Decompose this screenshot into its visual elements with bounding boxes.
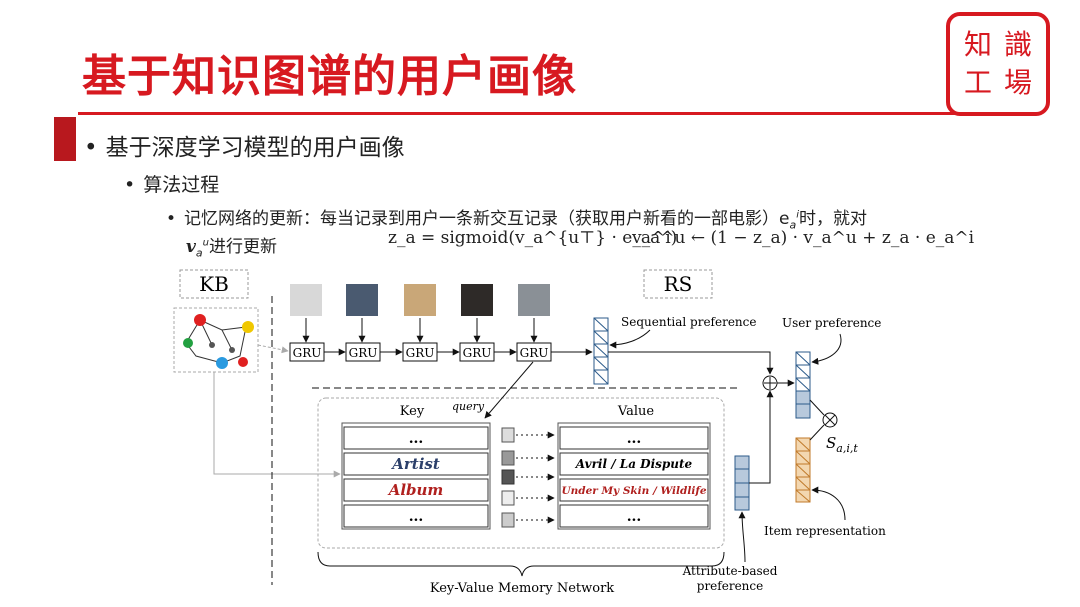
score-node-times — [824, 414, 836, 426]
movie-thumbnail — [404, 284, 436, 316]
bullet-level2-text: 算法过程 — [143, 174, 220, 196]
score-symbol: S — [826, 434, 836, 452]
value-cell: ... — [627, 509, 642, 525]
title-rule — [78, 112, 983, 115]
key-row — [343, 426, 489, 450]
vector-sup: u — [202, 237, 209, 249]
value-cell: Avril / La Dispute — [575, 457, 693, 471]
gru-label: GRU — [293, 346, 322, 360]
item-pointer-arrow — [811, 486, 846, 521]
attribute-pointer-arrow — [738, 511, 746, 563]
bullet-level3-text: 记忆网络的更新：每当记录到用户一条新交互记录（获取用户新看的一部电影）e — [184, 209, 790, 229]
score-subscript: a,i,t — [836, 442, 858, 455]
movie-thumbnail — [346, 284, 378, 316]
user-preference-label: User preference — [782, 316, 881, 330]
kv-memory-container — [317, 397, 725, 549]
attribute-preference-vector — [734, 455, 750, 511]
key-row — [343, 452, 489, 476]
kb-label-box — [179, 269, 249, 299]
value-row — [559, 478, 709, 502]
key-cell: ... — [409, 509, 424, 525]
key-cell: Album — [387, 481, 444, 499]
formula-update: v_a^u ← (1 − z_a) · v_a^u + z_a · e_a^i — [632, 228, 975, 248]
movie-thumbnail — [518, 284, 550, 316]
knowledge-graph-icon — [183, 314, 254, 369]
gru-label: GRU — [349, 346, 378, 360]
movie-thumbnail — [290, 284, 322, 316]
gru-label: GRU — [520, 346, 549, 360]
logo-char: 識 — [1003, 28, 1032, 61]
movie-thumbnails — [290, 284, 550, 316]
sequential-pointer-arrow — [609, 329, 651, 349]
kvmn-brace — [317, 551, 725, 577]
rs-label-box — [643, 269, 713, 299]
vector-sub: a — [195, 246, 203, 260]
kvmn-label: Key-Value Memory Network — [430, 581, 614, 596]
slide-title: 基于知识图谱的用户画像 — [82, 51, 577, 102]
query-label: query — [452, 400, 485, 413]
bullet-level3-line2-tail: 进行更新 — [208, 237, 277, 257]
bullet-level1-text: 基于深度学习模型的用户画像 — [105, 135, 405, 161]
seq-to-combine-arrow — [608, 351, 774, 375]
item-representation-vector — [795, 437, 811, 503]
item-to-score-line — [809, 424, 825, 441]
key-cell: Artist — [390, 455, 440, 473]
formula-gate: z_a = sigmoid(v_a^{u⊤} · e_a^i) — [388, 228, 678, 248]
score-label: Sa,i,t — [826, 434, 858, 455]
value-row — [559, 426, 709, 450]
bullet-level2: • 算法过程 — [124, 170, 219, 197]
query-arrow — [484, 361, 534, 419]
value-row — [559, 504, 709, 528]
key-row — [343, 504, 489, 528]
key-cell: ... — [409, 431, 424, 447]
kb-graph-box — [173, 307, 259, 373]
value-header: Value — [617, 404, 654, 419]
gru-row: GRU GRU GRU GRU GRU — [289, 342, 552, 362]
key-row — [343, 478, 489, 502]
logo-char: 場 — [1003, 66, 1032, 99]
item-representation-label: Item representation — [764, 524, 886, 538]
bullet-level1: • 基于深度学习模型的用户画像 — [84, 128, 405, 162]
value-cell: Under My Skin / Wildlife — [561, 485, 706, 497]
logo-char: 工 — [963, 66, 992, 99]
bullet-dot-icon: • — [84, 135, 98, 161]
kb-to-key-arrow — [213, 372, 341, 478]
value-cell: ... — [627, 431, 642, 447]
bullet-sup: i — [796, 209, 800, 221]
vector-symbol: v — [186, 237, 196, 257]
attribute-pref-label: preference — [697, 579, 763, 593]
bullet-level3-tail: 时，就对 — [799, 209, 868, 229]
attribute-to-combine-arrow — [749, 390, 774, 484]
kb-to-gru-arrow — [257, 344, 289, 354]
logo-badge: 知 識 工 場 — [946, 12, 1050, 116]
logo-char: 知 — [963, 28, 992, 61]
movie-thumbnail — [461, 284, 493, 316]
kb-label: KB — [199, 272, 229, 296]
gru-label: GRU — [406, 346, 435, 360]
user-preference-vector — [795, 351, 811, 419]
attention-arrows — [516, 431, 555, 524]
value-row — [559, 452, 709, 476]
rs-label: RS — [664, 272, 693, 296]
key-header: Key — [400, 404, 425, 419]
thumbnail-to-gru-arrows — [302, 318, 538, 343]
bullet-level3: • 记忆网络的更新：每当记录到用户一条新交互记录（获取用户新看的一部电影）eai时… — [166, 204, 867, 231]
user-to-score-line — [809, 399, 825, 416]
side-tab-marker — [54, 117, 76, 161]
bullet-level3-line2: vau进行更新 — [186, 232, 277, 259]
sequential-preference-label: Sequential preference — [621, 315, 756, 329]
sequential-preference-vector — [593, 317, 609, 385]
attribute-pref-label: Attribute-based — [682, 564, 778, 578]
bullet-sub: a — [789, 218, 797, 232]
attention-weights — [501, 427, 515, 528]
bullet-dot-icon: • — [124, 174, 136, 196]
user-pointer-arrow — [811, 333, 842, 365]
gru-label: GRU — [463, 346, 492, 360]
bullet-dot-icon: • — [166, 209, 177, 229]
